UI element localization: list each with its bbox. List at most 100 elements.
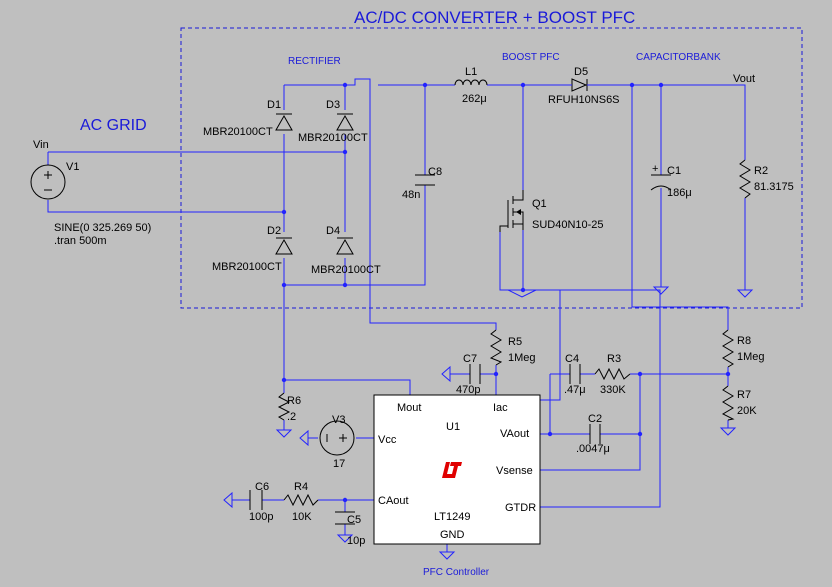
converter-boundary xyxy=(180,27,803,309)
r4-value: 10K xyxy=(292,511,312,523)
ground-icon xyxy=(336,534,354,543)
tran-directive: .tran 500m xyxy=(54,235,107,247)
junction-dots xyxy=(281,82,731,503)
d3-diode: D3 MBR20100CT xyxy=(298,99,368,144)
c1-ref: C1 xyxy=(667,165,681,177)
ac-grid-label: AC GRID xyxy=(80,117,147,134)
v3-source: V3 17 xyxy=(319,414,355,470)
r2-ref: R2 xyxy=(754,165,768,177)
c2-ref: C2 xyxy=(588,413,602,425)
pin-caout: CAout xyxy=(378,495,409,507)
net-label-vout: Vout xyxy=(733,73,755,85)
d4-ref: D4 xyxy=(326,225,340,237)
q1-value: SUD40N10-25 xyxy=(532,219,604,231)
ground-icon xyxy=(438,551,456,560)
d1-diode: D1 MBR20100CT xyxy=(203,99,293,138)
r4-ref: R4 xyxy=(294,481,308,493)
r4-resistor: R4 10K xyxy=(283,481,319,523)
ground-icon xyxy=(275,429,293,438)
junction-dot xyxy=(725,371,731,377)
c8-value: 48n xyxy=(402,189,420,201)
pin-iac: Iac xyxy=(493,402,508,414)
v1-value: SINE(0 325.269 50) xyxy=(54,222,151,234)
rectifier-label: RECTIFIER xyxy=(288,56,341,67)
junction-dot xyxy=(637,431,643,437)
r8-value: 1Meg xyxy=(737,351,765,363)
c1-capacitor: + C1 186μ xyxy=(650,163,692,199)
r2-resistor: R2 81.3175 xyxy=(739,159,794,199)
ground-symbols xyxy=(223,286,754,560)
d5-ref: D5 xyxy=(574,66,588,78)
wires xyxy=(47,78,746,552)
v3-value: 17 xyxy=(333,458,345,470)
ground-icon xyxy=(441,365,451,383)
r3-ref: R3 xyxy=(607,353,621,365)
r6-resistor: R6 .2 xyxy=(277,392,301,423)
q1-ref: Q1 xyxy=(532,198,547,210)
r3-value: 330K xyxy=(600,384,626,396)
c1-value: 186μ xyxy=(667,187,692,199)
junction-dot xyxy=(342,82,348,88)
r7-ref: R7 xyxy=(737,389,751,401)
d2-diode: D2 MBR20100CT xyxy=(212,225,293,273)
c7-capacitor: C7 470p xyxy=(456,353,481,396)
r8-resistor: R8 1Meg xyxy=(722,329,765,368)
pin-vsense: Vsense xyxy=(496,465,533,477)
r8-ref: R8 xyxy=(737,335,751,347)
c1-polarity-mark: + xyxy=(652,163,658,175)
q1-mosfet: Q1 SUD40N10-25 xyxy=(499,190,604,291)
junction-dot xyxy=(342,149,348,155)
r6-value: .2 xyxy=(287,411,296,423)
junction-dot xyxy=(629,82,635,88)
junction-dot xyxy=(520,82,526,88)
d5-value: RFUH10NS6S xyxy=(548,94,620,106)
l1-inductor: L1 262μ xyxy=(454,66,488,105)
c7-value: 470p xyxy=(456,384,480,396)
r7-value: 20K xyxy=(737,405,757,417)
d5-diode: D5 RFUH10NS6S xyxy=(548,66,620,106)
u1-part-number: LT1249 xyxy=(434,511,471,523)
l1-ref: L1 xyxy=(465,66,477,78)
ground-icon xyxy=(736,289,754,298)
v3-ref: V3 xyxy=(332,414,345,426)
c2-capacitor: C2 .0047μ xyxy=(576,413,610,455)
u1-ref: U1 xyxy=(446,421,460,433)
c5-value: 10p xyxy=(347,535,365,547)
d4-value: MBR20100CT xyxy=(311,264,381,276)
junction-dot xyxy=(342,282,348,288)
r5-ref: R5 xyxy=(508,336,522,348)
c5-capacitor: C5 10p xyxy=(335,511,365,547)
pin-gnd: GND xyxy=(440,529,465,541)
ground-icon xyxy=(719,427,737,436)
l1-value: 262μ xyxy=(462,93,487,105)
u1-controller-ic: Mout Iac U1 Vcc VAout Vsense CAout GTDR … xyxy=(373,394,541,545)
d1-value: MBR20100CT xyxy=(203,126,273,138)
ground-icon xyxy=(299,429,309,447)
c4-value: .47μ xyxy=(564,384,586,396)
junction-dot xyxy=(281,282,287,288)
junction-dot xyxy=(637,371,643,377)
d3-value: MBR20100CT xyxy=(298,132,368,144)
r3-resistor: R3 330K xyxy=(594,353,631,396)
pfc-controller-label: PFC Controller xyxy=(423,567,490,578)
pin-mout: Mout xyxy=(397,402,421,414)
lt-logo-icon xyxy=(442,462,462,478)
c8-ref: C8 xyxy=(428,166,442,178)
junction-dot xyxy=(547,431,553,437)
junction-dot xyxy=(281,377,287,383)
c4-ref: C4 xyxy=(565,353,579,365)
r5-resistor: R5 1Meg xyxy=(489,329,536,366)
r6-ref: R6 xyxy=(287,395,301,407)
c4-capacitor: C4 .47μ xyxy=(564,353,586,396)
v1-source: V1 SINE(0 325.269 50) .tran 500m xyxy=(30,161,151,247)
d2-value: MBR20100CT xyxy=(212,261,282,273)
c6-value: 100p xyxy=(249,511,273,523)
ground-icon xyxy=(223,491,233,509)
c7-ref: C7 xyxy=(463,353,477,365)
junction-dot xyxy=(658,82,664,88)
d2-ref: D2 xyxy=(267,225,281,237)
boost-pfc-label: BOOST PFC xyxy=(502,52,560,63)
junction-dot xyxy=(342,497,348,503)
d4-diode: D4 MBR20100CT xyxy=(311,225,381,276)
